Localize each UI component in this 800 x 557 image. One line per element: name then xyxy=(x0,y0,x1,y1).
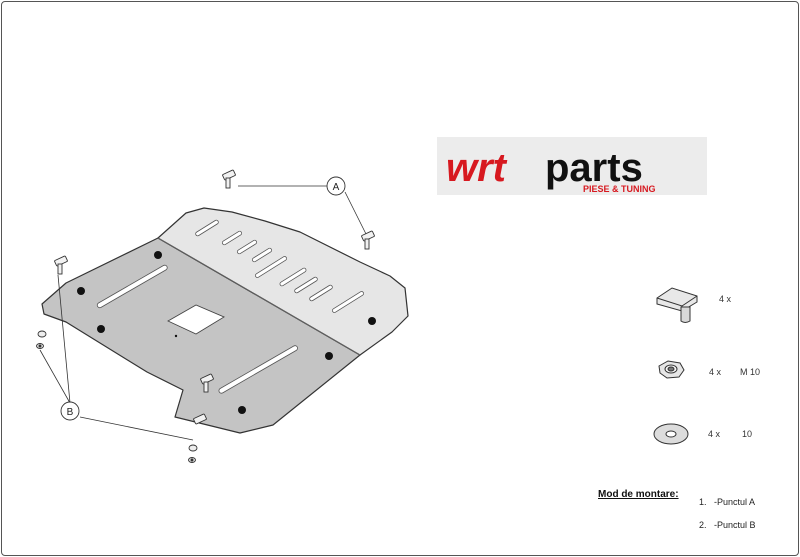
mounting-step-1-num: 1. xyxy=(699,497,707,507)
mounting-title: Mod de montare: xyxy=(598,489,679,500)
logo-tagline: PIESE & TUNING xyxy=(583,184,656,194)
callout-a-label: A xyxy=(333,182,340,193)
washer-size: 10 xyxy=(742,429,753,439)
mounting-step-1-text: -Punctul A xyxy=(714,497,756,507)
logo-brand-main: wrt xyxy=(446,146,508,190)
callout-b-circle xyxy=(60,401,80,421)
nut-size: M 10 xyxy=(740,367,761,377)
vent-slots-upper xyxy=(195,219,364,313)
nut-qty: 4 x xyxy=(709,367,722,377)
washer-icon xyxy=(653,423,689,445)
mounting-holes xyxy=(77,251,376,414)
plate-fold-line xyxy=(157,237,361,356)
mounting-step-2-num: 2. xyxy=(699,520,707,530)
plate-square-cutout xyxy=(167,304,225,335)
plate-bolts xyxy=(54,169,375,425)
callout-a-circle xyxy=(326,176,346,196)
mounting-step-2-text: -Punctul B xyxy=(714,520,756,530)
wrtparts-logo: wrt parts PIESE & TUNING xyxy=(437,137,707,195)
washer-qty: 4 x xyxy=(708,429,721,439)
callout-b-label: B xyxy=(67,407,74,418)
vent-slots-lower xyxy=(96,264,298,394)
nut-icon xyxy=(658,360,685,379)
logo-brand-second: parts xyxy=(545,146,643,190)
callout-leader-lines xyxy=(39,185,367,441)
bolt-icon xyxy=(656,287,698,323)
loose-fasteners xyxy=(36,330,198,463)
bolt-qty: 4 x xyxy=(719,294,732,304)
